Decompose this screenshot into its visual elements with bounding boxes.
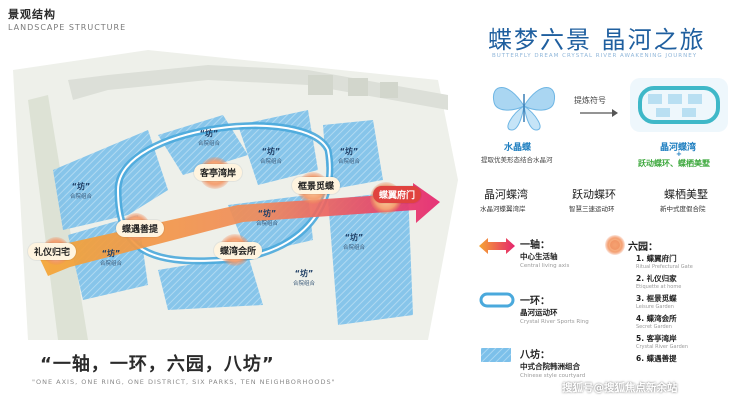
legend-axis-sub: 中心生活轴 (520, 252, 558, 261)
fang-block-7 (158, 255, 263, 310)
fang-label-4: “坊”合院组合 (70, 182, 93, 200)
legend-ring-en: Crystal River Sports Ring (520, 319, 589, 325)
site-plan-drawing (13, 50, 458, 340)
slogan: “一轴，一环，六园，八坊” (40, 354, 275, 375)
site-road (68, 65, 448, 110)
fang-label-3: “坊”合院组合 (338, 147, 361, 165)
fang-block-4 (323, 120, 383, 190)
site-plan: “坊”合院组合 “坊”合院组合 “坊”合院组合 “坊”合院组合 “坊”合院组合 … (8, 40, 460, 345)
legend-axis-en: Central living axis (520, 263, 570, 269)
park-label-gate: 蝶翼府门 (373, 186, 422, 203)
concept-left-desc: 提取优美形态结合水晶河 (481, 156, 553, 164)
legend-ring-title: 一环： (520, 296, 550, 307)
ring-plan-icon (630, 78, 728, 132)
park-label-yuhuan: 蝶遇善提 (116, 220, 165, 237)
legend-fang-sub: 中式合院韩洲组合 (520, 362, 580, 371)
fang-block-8 (328, 190, 413, 325)
hero-subtitle: BUTTERFLY DREAM CRYSTAL RIVER AWAKENING … (492, 53, 698, 59)
park-list-item: 6. 蝶遇善提 (636, 354, 677, 363)
legend-fang-title: 八坊： (520, 350, 550, 361)
central-axis-arrow (40, 183, 440, 276)
hero-title: 蝶梦六景 晶河之旅 (488, 26, 706, 54)
concept-left-name: 水晶蝶 (504, 143, 532, 153)
fang-label-5: “坊”合院组合 (256, 209, 279, 227)
feature-desc-1: 水晶河蝶翼湾岸 (480, 205, 526, 213)
fang-label-7: “坊”合院组合 (100, 249, 123, 267)
fang-label-8: “坊”合院组合 (293, 269, 316, 287)
legend-axis-title: 一轴： (520, 240, 550, 251)
park-label-kuang: 框景觅蝶 (292, 177, 341, 194)
feature-desc-2: 智慧三速运动环 (569, 205, 615, 213)
arrow-right-icon (580, 109, 618, 117)
feature-title-3: 蝶栖美墅 (664, 188, 708, 201)
ring-legend-icon (479, 292, 515, 308)
park-label-dieguan: 蝶湾会所 (214, 242, 263, 259)
fang-label-6: “坊”合院组合 (343, 233, 366, 251)
legend-parks-title: 六园： (628, 242, 658, 253)
fang-label-2: “坊”合院组合 (260, 147, 283, 165)
section-title: 景观结构 (8, 8, 56, 21)
concept-right-desc: 跃动蝶环、蝶栖美墅 (638, 159, 710, 168)
butterfly-icon (492, 87, 556, 131)
feature-title-1: 晶河蝶湾 (484, 188, 528, 201)
watermark: 搜狐号@搜狐焦点新余站 (562, 382, 678, 394)
axis-legend-icon (479, 238, 515, 254)
park-legend-icon (605, 235, 625, 255)
concept-right-plus: + (676, 150, 682, 158)
park-label-liyi: 礼仪归宅 (28, 243, 77, 260)
fang-legend-icon (481, 348, 511, 362)
park-label-keting: 客亭湾岸 (194, 164, 243, 181)
feature-title-2: 跃动蝶环 (572, 188, 616, 201)
site-greenbelt (28, 95, 88, 340)
legend-fang-en: Chinese style courtyard (520, 373, 586, 379)
feature-desc-3: 新中式度假合院 (660, 205, 706, 213)
fang-label-1: “坊”合院组合 (198, 129, 221, 147)
slogan-en: "ONE AXIS, ONE RING, ONE DISTRICT, SIX P… (32, 378, 336, 386)
abstraction-label: 提炼符号 (574, 96, 606, 105)
section-header: 景观结构 LANDSCAPE STRUCTURE (8, 6, 126, 32)
legend-ring-sub: 晶河运动环 (520, 308, 558, 317)
concept-right-name: 晶河蝶湾 (660, 143, 697, 153)
section-title-en: LANDSCAPE STRUCTURE (8, 23, 127, 32)
north-buildings (308, 75, 398, 98)
